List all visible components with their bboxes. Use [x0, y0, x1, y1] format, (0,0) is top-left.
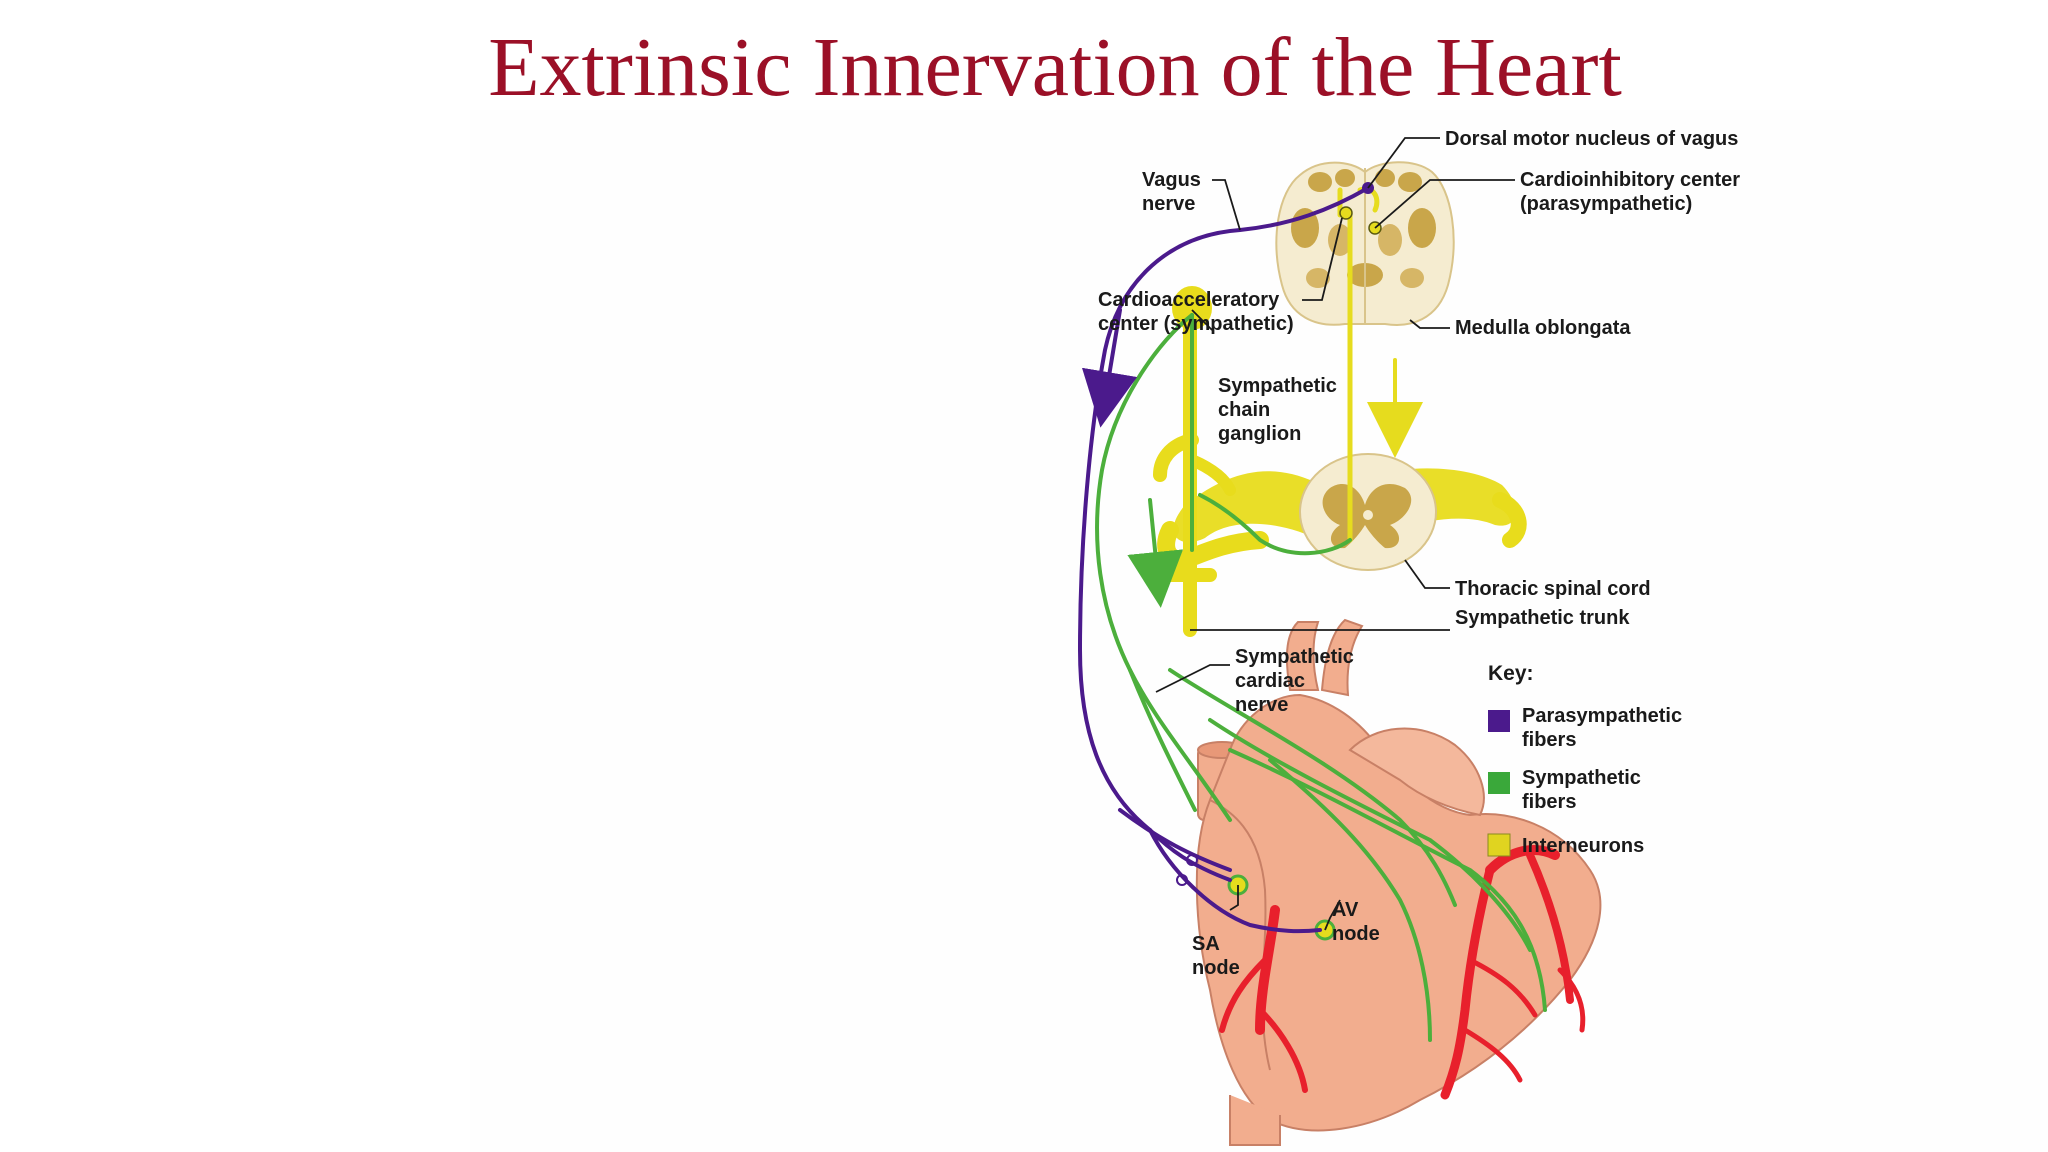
- legend-label-sympathetic-2: fibers: [1522, 791, 1576, 813]
- label-cardioacceleratory-1: Cardioacceleratory: [1098, 289, 1280, 311]
- parasympathetic-fibers: [1077, 186, 1370, 934]
- legend-label-parasympathetic-1: Parasympathetic: [1522, 705, 1682, 727]
- legend-label-interneurons: Interneurons: [1522, 835, 1644, 857]
- thoracic-spinal-cord: [1157, 453, 1527, 571]
- legend-swatch-interneurons: [1487, 833, 1511, 857]
- label-chain-1: Sympathetic: [1218, 375, 1337, 397]
- label-av-1: AV: [1332, 899, 1359, 921]
- label-chain-2: chain: [1218, 399, 1270, 421]
- label-thoracic-spinal-cord: Thoracic spinal cord: [1455, 578, 1651, 600]
- heart: [1195, 618, 1602, 1146]
- label-dorsal-motor-nucleus: Dorsal motor nucleus of vagus: [1445, 128, 1738, 150]
- label-sa-2: node: [1192, 957, 1240, 979]
- legend-title: Key:: [1488, 662, 1534, 685]
- label-sympathetic-trunk: Sympathetic trunk: [1455, 607, 1630, 629]
- label-cardioinhibitory-2: (parasympathetic): [1520, 193, 1692, 215]
- label-cardioacceleratory-2: center (sympathetic): [1098, 313, 1294, 335]
- label-medulla: Medulla oblongata: [1455, 317, 1631, 339]
- figure-panel: Dorsal motor nucleus of vagus Cardioinhi…: [470, 110, 2048, 1152]
- sympathetic-fibers: [1095, 313, 1547, 1042]
- cardioacceleratory-center-dot: [1339, 206, 1353, 220]
- heart-innervation-diagram: Dorsal motor nucleus of vagus Cardioinhi…: [1077, 128, 1740, 1146]
- label-sa-1: SA: [1192, 933, 1220, 955]
- label-cardiac-nerve-1: Sympathetic: [1235, 646, 1354, 668]
- legend-label-sympathetic-1: Sympathetic: [1522, 767, 1641, 789]
- diagram-labels: Dorsal motor nucleus of vagus Cardioinhi…: [1098, 128, 1740, 979]
- leader-lines: [1155, 137, 1515, 931]
- label-cardioinhibitory-1: Cardioinhibitory center: [1520, 169, 1740, 191]
- legend: Key: Parasympathetic fibers Sympathetic …: [1487, 662, 1682, 857]
- label-cardiac-nerve-2: cardiac: [1235, 670, 1305, 692]
- label-chain-3: ganglion: [1218, 423, 1301, 445]
- label-cardiac-nerve-3: nerve: [1235, 694, 1288, 716]
- label-vagus-2: nerve: [1142, 193, 1195, 215]
- slide-title: Extrinsic Innervation of the Heart: [488, 21, 1622, 114]
- legend-swatch-sympathetic: [1488, 772, 1510, 794]
- coronary-vessels: [1219, 845, 1586, 1100]
- label-vagus-1: Vagus: [1142, 169, 1201, 191]
- legend-swatch-parasympathetic: [1488, 710, 1510, 732]
- legend-label-parasympathetic-2: fibers: [1522, 729, 1576, 751]
- label-av-2: node: [1332, 923, 1380, 945]
